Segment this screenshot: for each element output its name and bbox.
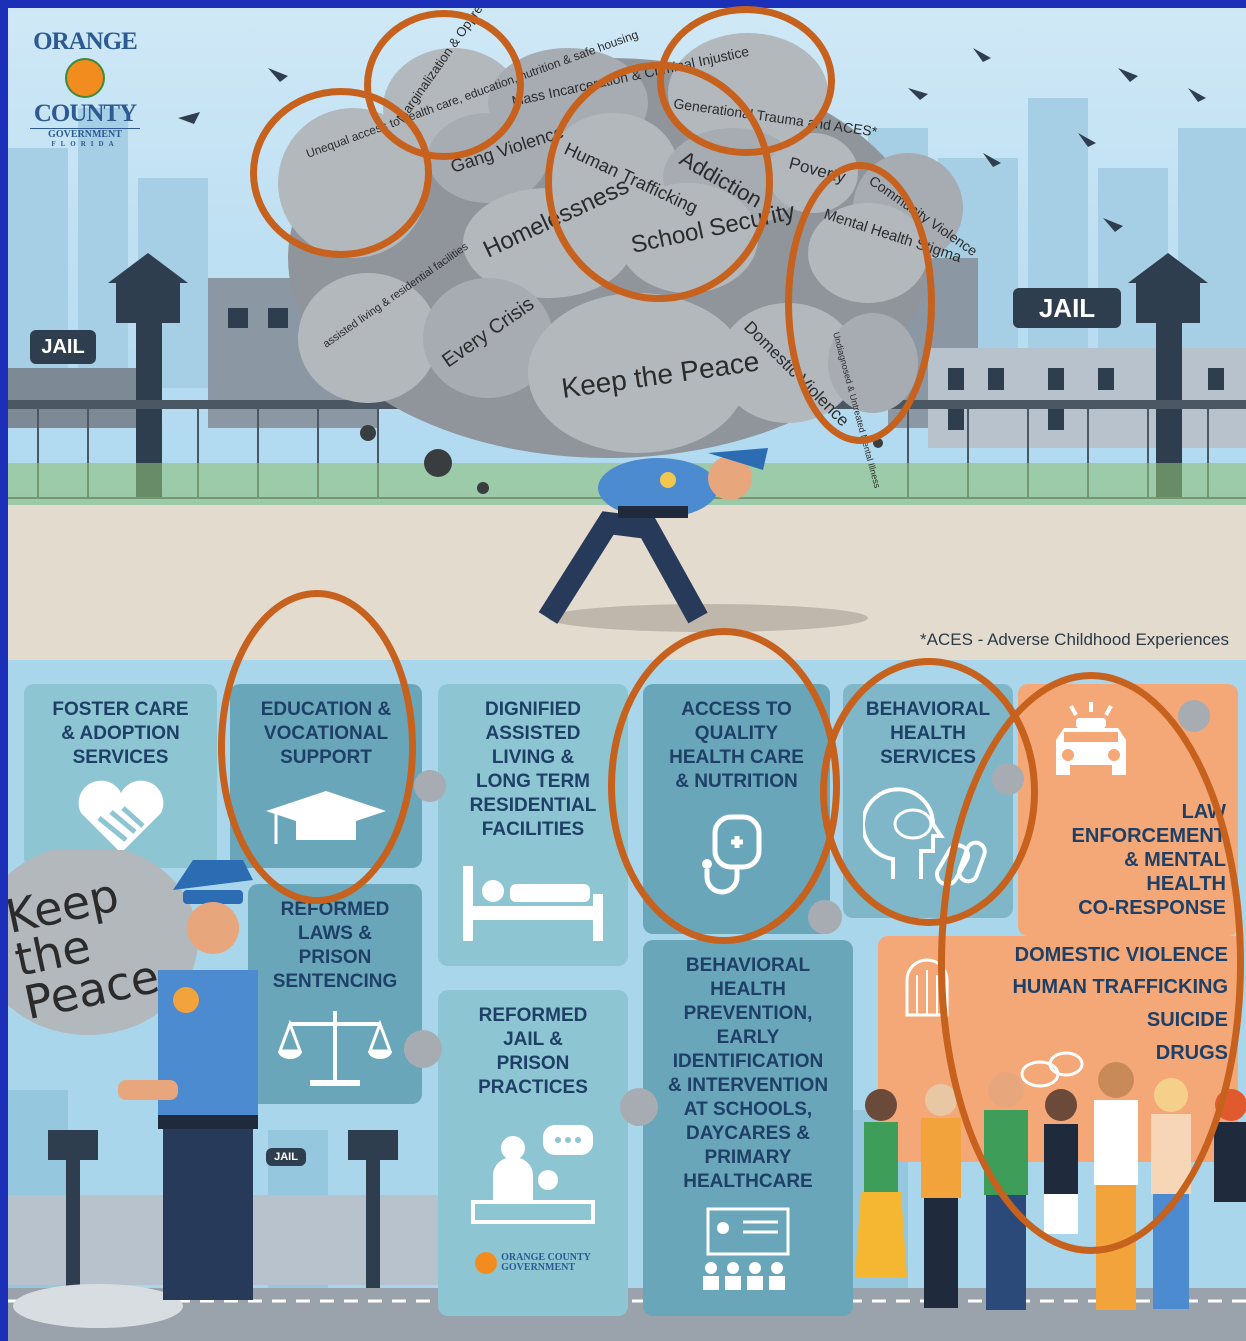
counseling-icon xyxy=(471,1125,595,1224)
tile-assisted-living: DIGNIFIED ASSISTED LIVING & LONG TERM RE… xyxy=(438,684,628,966)
handshake-heart-icon xyxy=(78,780,163,853)
tile-prevention: BEHAVIORAL HEALTH PREVENTION, EARLY IDEN… xyxy=(643,940,853,1316)
police-officer-carrying xyxy=(538,448,768,624)
logo-line-4: FLORIDA xyxy=(51,140,119,148)
person-1 xyxy=(855,1089,907,1277)
footer-logo-line-1: ORANGE xyxy=(501,1252,546,1263)
tile-foster-care: FOSTER CARE & ADOPTION SERVICES xyxy=(24,684,217,868)
shadow xyxy=(548,604,868,632)
bed-icon xyxy=(463,866,603,941)
jail-sign-left: JAIL xyxy=(30,330,96,364)
logo-line-2: COUNTY xyxy=(33,100,137,127)
keep-rock-label: Keep the Peace xyxy=(8,867,164,1031)
tile-assisted-living-title: DIGNIFIED ASSISTED LIVING & LONG TERM RE… xyxy=(469,699,597,840)
orange-county-logo: ORANGE COUNTY GOVERNMENT FLORIDA xyxy=(30,28,140,148)
classroom-icon xyxy=(703,1207,790,1290)
highlight-ring xyxy=(657,6,835,156)
officer-with-rock xyxy=(8,850,258,1300)
logo-line-1: ORANGE xyxy=(33,28,138,55)
orange-fruit-icon xyxy=(65,58,105,98)
small-rock xyxy=(808,900,842,934)
small-rock xyxy=(404,1030,442,1068)
footer-logo-line-3: GOVERNMENT xyxy=(501,1262,576,1273)
orange-fruit-icon-small xyxy=(475,1252,498,1274)
highlight-ring xyxy=(785,162,935,444)
birds xyxy=(178,48,1206,232)
small-rock xyxy=(414,770,446,802)
highlight-ring xyxy=(364,10,524,160)
tile-reformed-laws: REFORMED LAWS & PRISON SENTENCING xyxy=(248,884,422,1104)
tile-reformed-jail: REFORMED JAIL & PRISON PRACTICES ORANGE … xyxy=(438,990,628,1316)
small-rock xyxy=(1178,700,1210,732)
highlight-ring xyxy=(218,590,416,904)
scales-icon xyxy=(277,1011,393,1086)
tile-reformed-jail-title: REFORMED JAIL & PRISON PRACTICES xyxy=(478,1005,588,1098)
person-2 xyxy=(921,1084,961,1308)
tile-foster-care-title: FOSTER CARE & ADOPTION SERVICES xyxy=(52,699,189,768)
footer-logo-line-2: COUNTY xyxy=(547,1252,591,1263)
highlight-ring xyxy=(938,672,1244,1254)
small-rock xyxy=(620,1088,658,1126)
keep-the-peace-rock xyxy=(8,850,198,1035)
jail-sign-small: JAIL xyxy=(266,1148,306,1166)
highlight-ring xyxy=(608,628,840,944)
jail-sign-right: JAIL xyxy=(1013,288,1121,328)
aces-footnote: *ACES - Adverse Childhood Experiences xyxy=(920,630,1229,649)
logo-line-3: GOVERNMENT xyxy=(30,128,140,140)
tile-reformed-laws-title: REFORMED LAWS & PRISON SENTENCING xyxy=(272,899,398,992)
tile-prevention-title: BEHAVIORAL HEALTH PREVENTION, EARLY IDEN… xyxy=(667,955,829,1192)
highlight-ring xyxy=(250,88,432,258)
